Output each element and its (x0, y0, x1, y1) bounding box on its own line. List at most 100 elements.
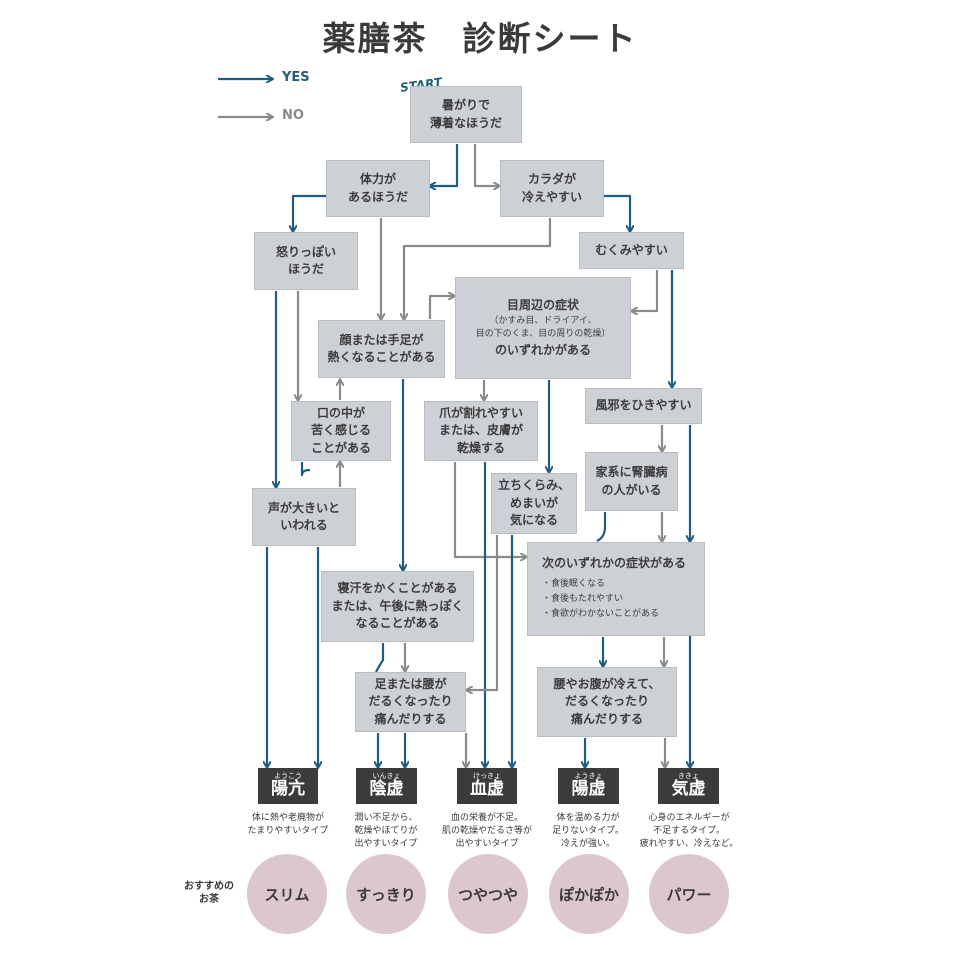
legend-no-label: NO (282, 108, 304, 123)
desc-line: 心身のエネルギーが (648, 813, 730, 823)
q9-line: 爪が割れやすい (438, 405, 523, 420)
q7-line: のいずれかがある (494, 342, 591, 357)
yes-arrow (430, 144, 459, 186)
q15-line: 寝汗をかくことがある (337, 581, 458, 596)
result-desc-kikyo: 心身のエネルギーが 不足するタイプ。 疲れやすい、冷えなど。 (633, 812, 745, 851)
q12-line: 立ちくらみ、 (497, 478, 570, 493)
legend-no: NO (282, 108, 304, 123)
q15-line: または、午後に熱っぽく (331, 598, 464, 613)
result-type-inkyo: いんきょ 陰虚 (356, 768, 417, 804)
question-q4: 怒りっぽい ほうだ (254, 232, 358, 290)
q11-line: の人がいる (601, 482, 662, 497)
yes-arrow (375, 643, 385, 673)
q1-line: 薄着なほうだ (429, 115, 502, 130)
recommend-label: おすすめの お茶 (184, 880, 234, 906)
q4-line: ほうだ (287, 262, 324, 276)
q7-line: （かすみ目、ドライアイ、 (489, 315, 597, 326)
q14-line: 次のいずれかの症状がある (542, 556, 687, 571)
question-q3: カラダが 冷えやすい (500, 160, 604, 217)
q17-line: だるくなったり (564, 694, 649, 709)
question-q8: 口の中が 苦く感じる ことがある (291, 401, 391, 461)
question-q2: 体力が あるほうだ (326, 160, 430, 217)
q2-line: あるほうだ (347, 189, 408, 204)
result-name: 気虚 (671, 779, 706, 800)
desc-line: 冷えが強い。 (560, 839, 615, 850)
result-ruby: ようきょ (574, 772, 603, 781)
result-ruby: けっきょ (473, 772, 501, 781)
desc-line: 体を温める力が (556, 813, 620, 823)
question-q15: 寝汗をかくことがある または、午後に熱っぽく なることがある (321, 571, 474, 642)
result-type-kikyo: ききょ 気虚 (658, 768, 719, 804)
result-ruby: ようこう (274, 772, 302, 781)
question-q6: 顔または手足が 熱くなることがある (318, 320, 445, 378)
legend-yes: YES (282, 70, 310, 85)
yes-arrow (300, 462, 311, 477)
no-arrow (467, 535, 499, 690)
q7-line: 目周辺の症状 (506, 298, 579, 313)
q2-line: 体力が (359, 172, 396, 187)
desc-line: 疲れやすい、冷えなど。 (639, 839, 739, 850)
q13-line: いわれる (280, 518, 328, 532)
yes-arrow (473, 144, 499, 186)
result-name: 血虚 (470, 779, 504, 800)
question-q9: 爪が割れやすい または、皮膚が 乾燥する (424, 401, 538, 461)
q14-bullet: ・食欲がわかないことがある (542, 609, 660, 620)
question-q10: 風邪をひきやすい (585, 388, 702, 424)
q9-line: または、皮膚が (438, 423, 523, 438)
desc-line: 肌の乾燥やだるさ等が (441, 826, 532, 837)
q9-line: 乾燥する (456, 440, 505, 455)
q17-line: 腰やお腹が冷えて、 (553, 676, 661, 691)
q4-line: 怒りっぽい (275, 244, 336, 259)
tea-circle-tsuyatsuya: つやつや (448, 854, 528, 934)
tea-circle-pokapoka: ぽかぽか (549, 854, 629, 934)
legend-yes-label: YES (282, 70, 310, 85)
q11-line: 家系に腎臓病 (595, 465, 668, 480)
q8-line: 苦く感じる (310, 423, 371, 438)
question-q7: 目周辺の症状 （かすみ目、ドライアイ、 目の下のくま、目の周りの乾燥） のいずれ… (455, 277, 631, 379)
q1-line: 暑がりで (441, 98, 490, 113)
q14-bullet: ・食後眠くなる (542, 578, 606, 589)
result-type-kekkyo: けっきょ 血虚 (457, 768, 517, 804)
desc-line: 体に熱や老廃物が (251, 813, 324, 823)
recommend-label-line: お茶 (199, 894, 219, 905)
result-desc-inkyo: 潤い不足から、 乾燥やほてりが 出やすいタイプ (336, 812, 436, 851)
no-arrow (428, 296, 454, 319)
q16-line: 痛んだりする (374, 711, 447, 726)
question-q17: 腰やお腹が冷えて、 だるくなったり 痛んだりする (537, 667, 677, 737)
q7-line: 目の下のくま、目の周りの乾燥） (475, 329, 611, 339)
result-desc-kekkyo: 血の栄養が不足。 肌の乾燥やだるさ等が 出やすいタイプ (432, 812, 542, 851)
q3-line: 冷えやすい (521, 189, 582, 204)
q17-line: 痛んだりする (570, 711, 643, 726)
tea-circle-slim: スリム (247, 854, 327, 934)
result-name: 陰虚 (369, 779, 404, 800)
tea-circle-power: パワー (649, 854, 729, 934)
q6-line: 熱くなることがある (327, 350, 436, 364)
yes-arrow (596, 512, 607, 542)
result-type-yokyo: ようきょ 陽虚 (558, 768, 619, 804)
yes-arrow (293, 194, 326, 231)
q10-line: 風邪をひきやすい (595, 398, 692, 413)
q3-line: カラダが (527, 172, 576, 187)
q5-line: むくみやすい (595, 242, 668, 257)
desc-line: 出やすいタイプ (354, 839, 418, 850)
q15-line: なることがある (355, 616, 440, 631)
no-arrow (632, 270, 659, 311)
question-q12: 立ちくらみ、 めまいが 気になる (491, 473, 577, 534)
page-title: 薬膳茶 診断シート (322, 19, 638, 58)
result-name: 陽亢 (271, 779, 305, 800)
desc-line: 足りないタイプ。 (552, 826, 624, 837)
question-q5: むくみやすい (579, 232, 684, 269)
q12-line: めまいが (509, 495, 558, 510)
q13-line: 声が大きいと (267, 500, 340, 515)
result-ruby: ききょ (678, 772, 699, 781)
no-arrow (404, 218, 552, 319)
q16-line: 足または腰が (374, 676, 447, 691)
result-desc-yokyo: 体を温める力が 足りないタイプ。 冷えが強い。 (538, 812, 638, 851)
result-desc-yoko: 体に熱や老廃物が たまりやすいタイプ (238, 812, 338, 838)
question-q14: 次のいずれかの症状がある ・食後眠くなる ・食後もたれやすい ・食欲がわかないこ… (527, 542, 705, 636)
desc-line: 血の栄養が不足。 (450, 813, 523, 823)
no-arrow (453, 462, 526, 557)
desc-line: たまりやすいタイプ (247, 826, 329, 837)
result-type-yoko: ようこう 陽亢 (258, 768, 318, 804)
